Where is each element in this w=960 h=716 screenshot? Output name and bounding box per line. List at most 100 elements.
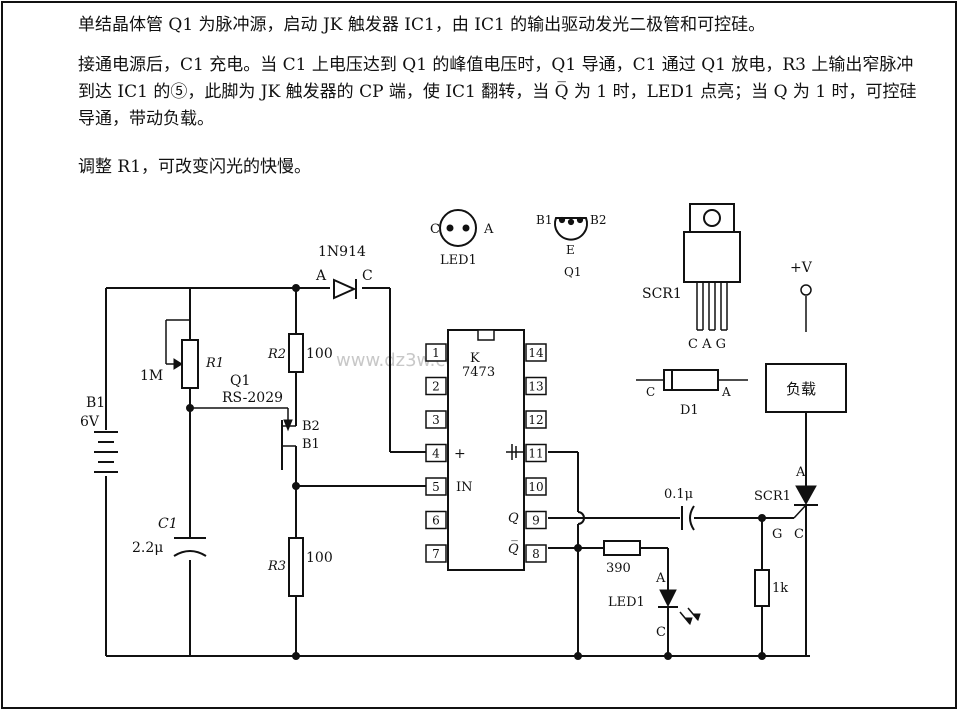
ic-pin-13-box [525, 376, 547, 396]
vplus-label: +V [790, 260, 813, 276]
q-pkg-pin-b2: B2 [590, 213, 606, 227]
led-a-label: A [655, 571, 666, 586]
ic-pin-14-label: 14 [528, 346, 544, 360]
c1-name-label: C1 [158, 516, 178, 532]
resistor-r3: R3 100 [267, 537, 333, 597]
scr-g-label: G [772, 527, 782, 542]
ic-pin-9-label: 9 [532, 514, 540, 528]
ic-pin-8-box [525, 544, 547, 563]
diode-anode-label: A [315, 268, 327, 284]
ic-pin4-mark: + [454, 446, 466, 462]
r3-name-label: R3 [267, 559, 286, 574]
load-box: 负载 [765, 363, 847, 413]
ic-pin-1-label: 1 [432, 346, 440, 360]
ic-pin-11-label: 11 [528, 447, 543, 461]
adjustment-paragraph: 调整 R1，可改变闪光的快慢。 [78, 157, 312, 177]
d1-name-label: D1 [680, 403, 699, 418]
ic-pin-9-box [525, 510, 547, 530]
d1-a-label: A [721, 385, 731, 399]
ic-pin-5-label: 5 [432, 480, 440, 494]
led-pkg-name: LED1 [440, 253, 477, 268]
r3-value-label: 100 [306, 550, 333, 566]
ic-pin-5-box [425, 477, 447, 496]
led-pkg-pin-c: C [430, 222, 440, 237]
cap-value-label: 0.1μ [664, 487, 693, 502]
ic-pin-12-label: 12 [528, 413, 543, 427]
c1-value-label: 2.2μ [132, 540, 163, 556]
ic-pin-3-box [425, 410, 447, 429]
q1-label: Q1 [230, 373, 250, 389]
r1k-label: 1k [772, 581, 788, 596]
scr-pkg-name: SCR1 [642, 286, 682, 302]
ic-pin-6-box [425, 510, 447, 530]
battery-b1: B1 6V [80, 395, 118, 473]
diode-1n914: 1N914 A C [315, 244, 373, 300]
junction-dots [186, 284, 766, 660]
scr-a-label: A [795, 465, 806, 480]
ic-pin-7-box [425, 544, 447, 563]
r2-value-label: 100 [306, 346, 333, 362]
wires [105, 287, 810, 657]
ic-pin9-mark: Q [508, 511, 519, 526]
ic-pin-13-label: 13 [528, 380, 543, 394]
ic-pin-10-label: 10 [528, 480, 543, 494]
potentiometer-r1: 1M R1 [140, 339, 224, 389]
q-pkg-name: Q1 [564, 265, 581, 279]
ic-pin-2-box [425, 376, 447, 396]
r390-label: 390 [606, 561, 631, 576]
led-c-label: C [656, 625, 666, 640]
q1-b1-label: B1 [302, 437, 320, 452]
ujt-q1: Q1 RS-2029 B2 B1 [222, 373, 320, 452]
pot-value-label: 1M [140, 368, 163, 384]
led-package-drawing: C A LED1 [430, 209, 494, 268]
scr-package-drawing: SCR1 C A G [642, 203, 741, 352]
ic-part-label: 7473 [462, 365, 495, 380]
pot-name-label: R1 [205, 356, 224, 371]
ic-pin-12-box [525, 410, 547, 429]
scr-c-label: C [794, 527, 804, 542]
q-pkg-pin-e: E [566, 243, 575, 257]
d1-c-label: C [646, 385, 655, 399]
intro-paragraph: 单结晶体管 Q1 为脉冲源，启动 JK 触发器 IC1，由 IC1 的输出驱动发… [78, 15, 766, 35]
capacitor-c1: C1 2.2μ [132, 516, 207, 557]
ic-pin-7-label: 7 [432, 547, 440, 561]
r2-name-label: R2 [267, 347, 286, 362]
led-pkg-pin-a: A [483, 222, 494, 237]
vplus-terminal: +V [790, 260, 813, 296]
diode-part-label: 1N914 [318, 244, 366, 260]
ic-pin-1-box [425, 343, 447, 362]
led-name-label: LED1 [608, 595, 645, 610]
ic-pin-11-box [525, 443, 547, 463]
ic-pin-4-label: 4 [432, 447, 440, 461]
q1-b2-label: B2 [302, 419, 320, 434]
q-pkg-pin-b1: B1 [536, 213, 552, 227]
ic-pin8-mark: Q̅ [508, 541, 519, 557]
battery-value: 6V [80, 414, 100, 430]
ic-pin-2-label: 2 [432, 380, 440, 394]
capacitor-0-1u: 0.1μ [664, 487, 695, 531]
diode-cathode-label: C [362, 268, 373, 284]
scr1-symbol: A SCR1 G C [754, 465, 818, 542]
ic-pin-3-label: 3 [432, 413, 440, 427]
ujt-package-drawing: B1 B2 E Q1 [536, 213, 606, 279]
ic-pin-14-box [525, 343, 547, 362]
operation-paragraph: 接通电源后，C1 充电。当 C1 上电压达到 Q1 的峰值电压时，Q1 导通，C… [78, 55, 917, 129]
ic-k-label: K [470, 351, 480, 366]
ic-pin-10-box [525, 477, 547, 496]
resistor-1k: 1k [754, 569, 788, 607]
q1-part-label: RS-2029 [222, 390, 283, 406]
scr-pkg-pins: C A G [688, 337, 726, 352]
scr-name-label: SCR1 [754, 489, 791, 504]
diode-d1-drawing: C A D1 [636, 369, 748, 418]
resistor-390: 390 [603, 540, 641, 576]
led1-symbol: A LED1 C [608, 571, 701, 640]
ic-pin-8-label: 8 [532, 547, 540, 561]
resistor-r2: R2 100 [267, 333, 333, 373]
battery-name: B1 [86, 395, 105, 411]
load-label: 负载 [786, 380, 816, 398]
ic-pin-4-box [425, 443, 447, 463]
